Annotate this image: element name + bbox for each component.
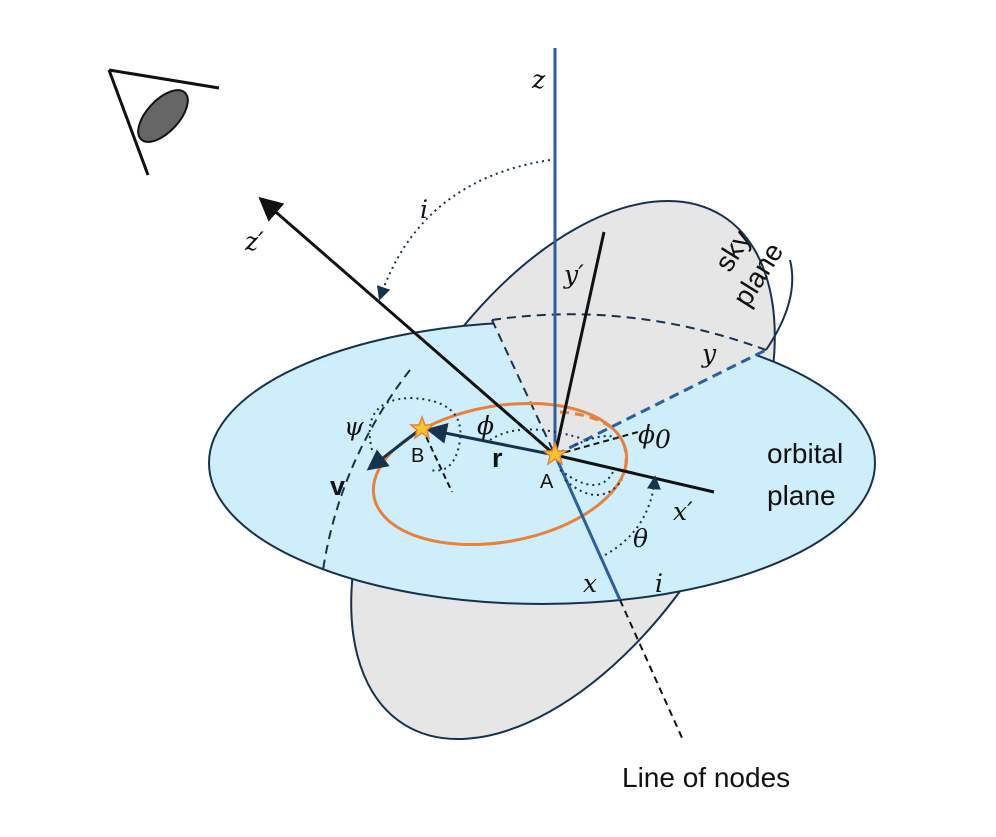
x-prime-axis: [554, 453, 715, 494]
star-a: [541, 440, 569, 466]
phi0-reference-line: [554, 431, 639, 456]
orbital-plane-label-line1: orbital: [767, 438, 843, 469]
sky-plane-front: [492, 259, 794, 455]
y-prime-axis: [553, 231, 606, 456]
x-label: x: [583, 569, 597, 598]
y-label: y: [701, 339, 717, 368]
orbital-plane-label-line2: plane: [767, 480, 836, 511]
x-prime-label: x′: [673, 497, 693, 526]
v-label: v: [330, 471, 345, 501]
eye-icon: [107, 68, 220, 176]
point-b-label: B: [411, 445, 424, 467]
y-axis: [554, 348, 767, 457]
v-vector: [366, 426, 423, 471]
r-vector: [425, 422, 556, 457]
angle-arcs: [368, 159, 661, 556]
r-label: r: [492, 443, 503, 473]
z-prime-axis: [258, 196, 556, 457]
line-of-nodes: [619, 599, 684, 741]
theta-arc: [604, 475, 661, 556]
point-a-label: A: [540, 471, 554, 493]
phi0-label: ϕ0: [638, 420, 671, 454]
z-label: z: [531, 65, 546, 94]
x-axis: [553, 454, 622, 601]
phi-label: ϕ: [477, 411, 494, 440]
z-prime-label: z′: [244, 227, 264, 256]
psi-label: ψ: [344, 412, 364, 441]
sky-plane-hidden-edges: [322, 313, 767, 571]
i-bottom-label: i: [655, 569, 663, 598]
i-arc: [376, 159, 551, 301]
b-reference-line: [421, 427, 453, 493]
line-of-nodes-label: Line of nodes: [622, 762, 790, 793]
star-b: [408, 414, 436, 440]
theta-label: θ: [633, 524, 648, 553]
orbit: [371, 401, 629, 547]
y-prime-label: y′: [563, 260, 584, 289]
i-top-label: i: [420, 195, 428, 224]
